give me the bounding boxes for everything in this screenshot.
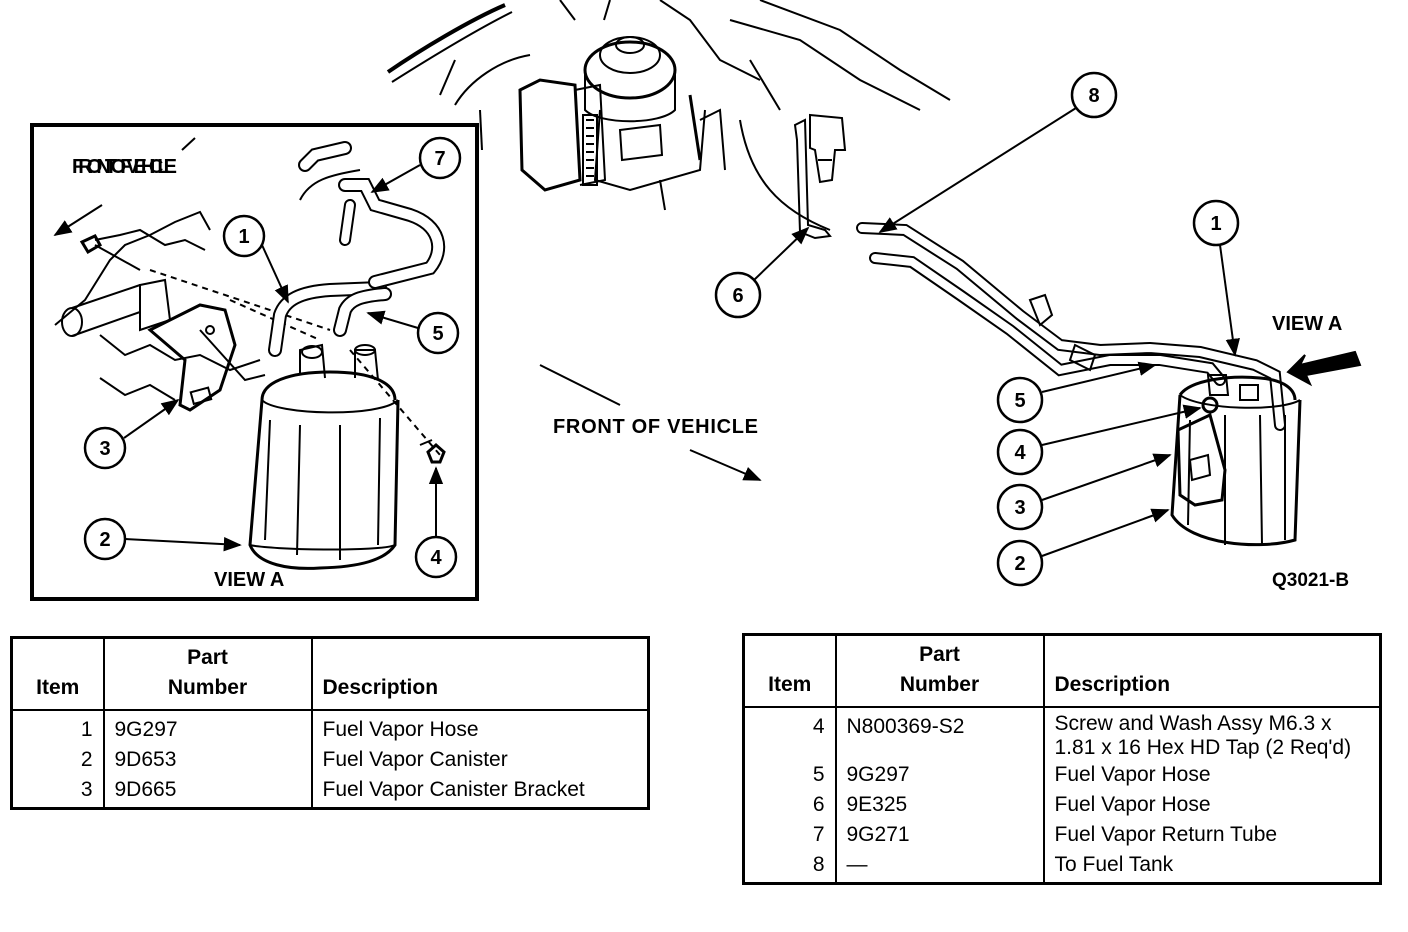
description-cell: Fuel Vapor Return Tube	[1042, 820, 1382, 850]
inset-callout-5: 5	[366, 310, 460, 355]
exploded-diagram: FRONT OF VEHICLE VIEW A 1 7 5 3 2 4 FRON…	[30, 0, 1362, 601]
table-row: 5 9G297 Fuel Vapor Hose	[742, 760, 1382, 790]
figure-code: Q3021-B	[1272, 570, 1349, 591]
item-cell: 7	[742, 820, 837, 850]
center-front-of-vehicle-label: FRONT OF VEHICLE	[539, 364, 762, 481]
part-number-cell: 9G297	[834, 760, 1045, 790]
column-header-item: Item	[742, 634, 837, 708]
description-cell: Fuel Vapor Canister	[310, 745, 650, 775]
part-number-cell: 9G297	[102, 710, 313, 745]
table-row: 2 9D653 Fuel Vapor Canister	[10, 745, 650, 775]
item-cell: 3	[10, 775, 105, 809]
column-header-description: Description	[310, 637, 650, 711]
column-header-item: Item	[10, 637, 105, 711]
part-number-cell: 9D665	[102, 775, 313, 809]
engine-compartment-illustration	[386, 0, 951, 240]
svg-text:6: 6	[732, 285, 743, 307]
part-number-cell: N800369-S2	[834, 707, 1045, 760]
inset-callout-7: 7	[370, 136, 462, 193]
svg-text:FRONT OF VEHICLE: FRONT OF VEHICLE	[553, 416, 758, 438]
svg-text:VIEW A: VIEW A	[1272, 313, 1342, 335]
table-row: 1 9G297 Fuel Vapor Hose	[10, 710, 650, 745]
description-cell: Screw and Wash Assy M6.3 x 1.81 x 16 Hex…	[1042, 707, 1382, 760]
inset-callout-3: 3	[83, 398, 180, 470]
item-cell: 6	[742, 790, 837, 820]
item-cell: 8	[742, 850, 837, 884]
inset-callout-1: 1	[222, 214, 289, 304]
main-callout-6: 6	[714, 226, 810, 319]
svg-text:3: 3	[99, 438, 110, 460]
description-cell: Fuel Vapor Hose	[1042, 790, 1382, 820]
part-number-cell: —	[834, 850, 1045, 884]
svg-text:1: 1	[238, 226, 249, 248]
table-row: 7 9G271 Fuel Vapor Return Tube	[742, 820, 1382, 850]
table-row: 3 9D665 Fuel Vapor Canister Bracket	[10, 775, 650, 809]
column-header-description: Description	[1042, 634, 1382, 708]
view-a-arrow: VIEW A	[1272, 313, 1362, 387]
item-cell: 1	[10, 710, 105, 745]
svg-text:FRONT OF VEHICLE: FRONT OF VEHICLE	[72, 156, 177, 178]
svg-text:1: 1	[1210, 213, 1221, 235]
description-cell: To Fuel Tank	[1042, 850, 1382, 884]
svg-text:5: 5	[432, 323, 443, 345]
svg-text:2: 2	[1014, 553, 1025, 575]
svg-text:4: 4	[430, 547, 442, 569]
inset-view-a-label: VIEW A	[214, 569, 284, 591]
item-cell: 2	[10, 745, 105, 775]
description-cell: Fuel Vapor Canister Bracket	[310, 775, 650, 809]
description-cell: Fuel Vapor Hose	[310, 710, 650, 745]
main-callout-5: 5	[996, 361, 1157, 424]
part-number-cell: 9D653	[102, 745, 313, 775]
item-cell: 5	[742, 760, 837, 790]
item-cell: 4	[742, 707, 837, 760]
main-callout-3: 3	[996, 453, 1172, 531]
svg-text:3: 3	[1014, 497, 1025, 519]
inset-callout-4: 4	[414, 466, 458, 579]
table-row: 8 — To Fuel Tank	[742, 850, 1382, 884]
main-callout-1: 1	[1192, 199, 1240, 357]
table-row: 4 N800369-S2 Screw and Wash Assy M6.3 x …	[742, 707, 1382, 760]
main-callout-8: 8	[878, 71, 1118, 233]
main-canister-illustration	[856, 222, 1302, 547]
description-cell: Fuel Vapor Hose	[1042, 760, 1382, 790]
svg-text:5: 5	[1014, 390, 1025, 412]
svg-text:4: 4	[1014, 442, 1026, 464]
main-callout-4: 4	[996, 404, 1202, 476]
inset-callout-2: 2	[83, 517, 242, 561]
part-number-cell: 9E325	[834, 790, 1045, 820]
svg-text:2: 2	[99, 529, 110, 551]
inset-canister-illustration	[54, 141, 446, 570]
table-row: 6 9E325 Fuel Vapor Hose	[742, 790, 1382, 820]
part-number-cell: 9G271	[834, 820, 1045, 850]
view-a-inset-frame	[30, 123, 479, 601]
inset-front-of-vehicle-label: FRONT OF VEHICLE	[53, 137, 196, 236]
svg-text:8: 8	[1088, 85, 1099, 107]
svg-text:7: 7	[434, 148, 445, 170]
main-callout-2: 2	[996, 508, 1170, 587]
